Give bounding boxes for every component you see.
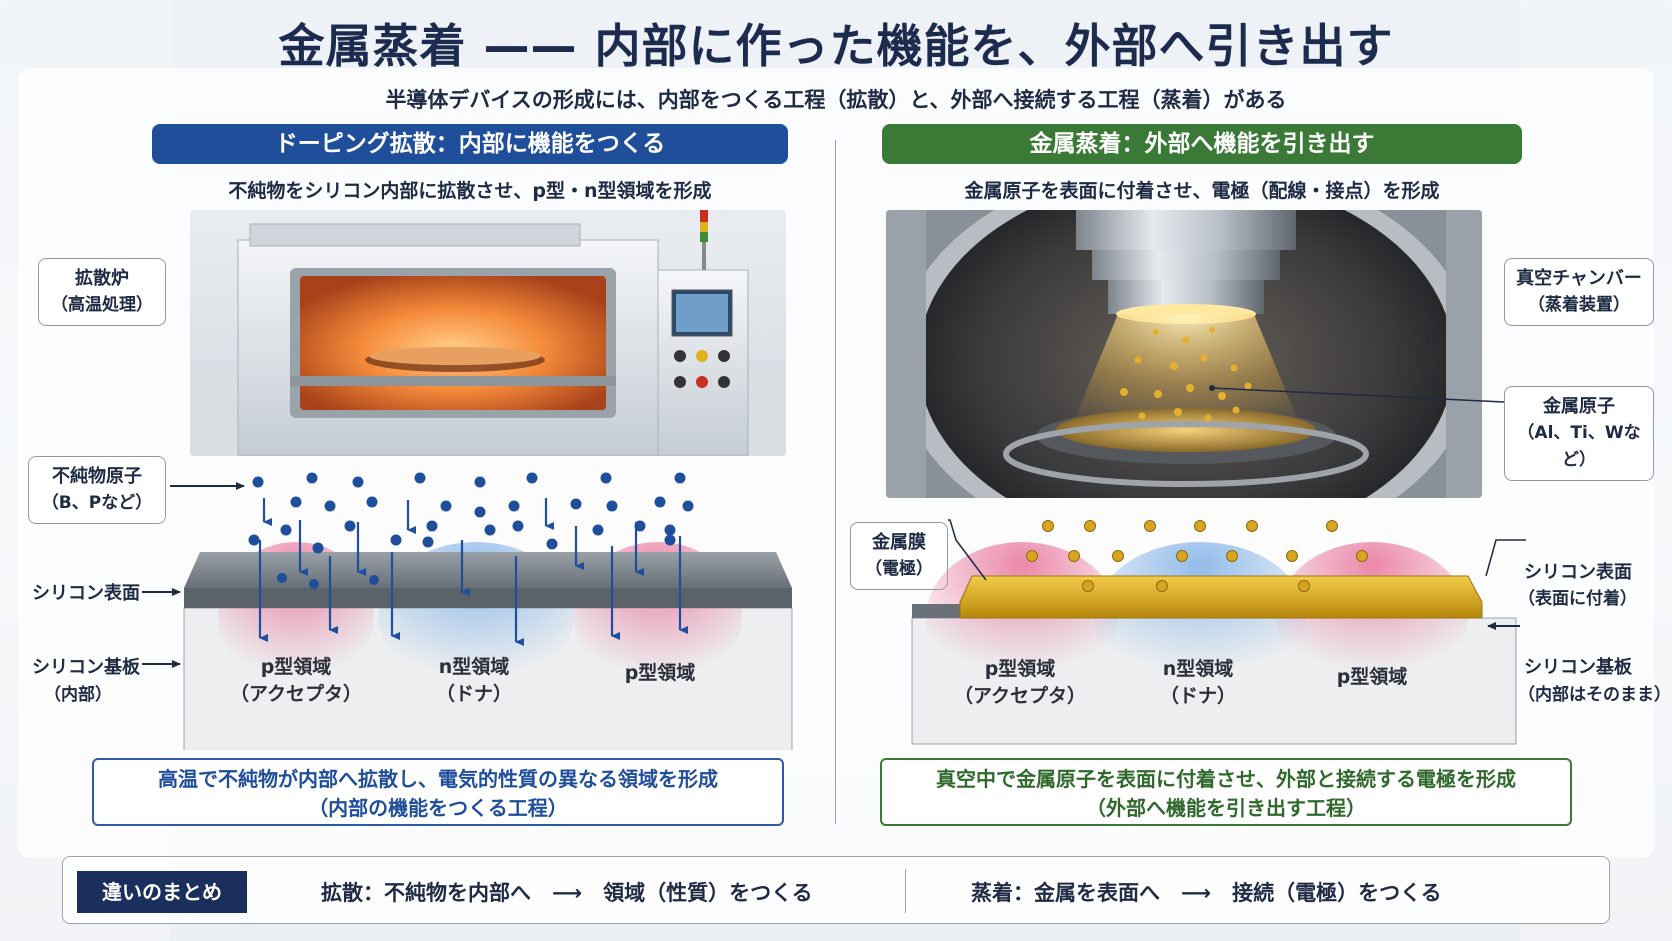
evaporation-description: 金属原子を表面に付着させ、電極（配線・接点）を形成	[964, 180, 1440, 202]
summary-divider	[905, 869, 906, 913]
diffusion-description: 不純物をシリコン内部に拡散させ、p型・n型領域を形成	[228, 180, 712, 202]
conclusion-line: （外部へ機能を引き出す工程）	[1086, 796, 1366, 820]
diffusion-substrate-label: シリコン基板	[32, 657, 140, 678]
page-title: 金属蒸着 —— 内部に作った機能を、外部へ引き出す	[278, 19, 1394, 73]
region-name: n型領域	[438, 656, 510, 678]
summary-evaporation: 蒸着：金属を表面へ ⟶ 接続（電極）をつくる	[971, 881, 1442, 905]
evaporation-substrate-sub: （内部はそのまま）	[1518, 685, 1671, 705]
diffusion-furnace-callout: 拡散炉 （高温処理）	[38, 258, 166, 326]
evaporation-cross-section	[911, 519, 1526, 745]
page-subtitle: 半導体デバイスの形成には、内部をつくる工程（拡散）と、外部へ接続する工程（蒸着）…	[385, 88, 1287, 112]
summary-label: 違いのまとめ	[77, 871, 247, 913]
region-name: p型領域	[624, 662, 696, 684]
evaporation-region-n: n型領域 （ドナ）	[1128, 656, 1268, 710]
diffusion-region-p-left: p型領域 （アクセプタ）	[226, 654, 366, 708]
diffusion-substrate-sub: （内部）	[44, 685, 112, 705]
vacuum-chamber-callout: 真空チャンバー （蒸着装置）	[1504, 258, 1654, 326]
region-sub: （アクセプタ）	[953, 685, 1087, 707]
evaporation-surface-label: シリコン表面	[1524, 562, 1632, 583]
diffusion-region-n: n型領域 （ドナ）	[404, 654, 544, 708]
impurity-atom-callout: 不純物原子 （B、Pなど）	[28, 456, 166, 524]
metal-film-callout: 金属膜 （電極）	[850, 522, 948, 590]
callout-sub: （高温処理）	[51, 295, 153, 315]
callout-sub: （B、Pなど）	[41, 493, 153, 513]
region-name: p型領域	[260, 656, 332, 678]
evaporation-conclusion: 真空中で金属原子を表面に付着させ、外部と接続する電極を形成 （外部へ機能を引き出…	[880, 758, 1572, 826]
callout-sub: （蒸着装置）	[1528, 295, 1630, 315]
diffusion-conclusion: 高温で不純物が内部へ拡散し、電気的性質の異なる領域を形成 （内部の機能をつくる工…	[92, 758, 784, 826]
region-sub: （アクセプタ）	[229, 683, 363, 705]
evaporation-substrate-label: シリコン基板	[1524, 657, 1632, 678]
region-name: p型領域	[984, 658, 1056, 680]
region-sub: （ドナ）	[435, 683, 512, 705]
callout-title: 不純物原子	[52, 466, 142, 487]
diffusion-cross-section	[142, 472, 793, 750]
conclusion-line: （内部の機能をつくる工程）	[308, 796, 568, 820]
metal-atom-callout: 金属原子 （Al、Ti、Wなど）	[1504, 386, 1654, 481]
diffusion-surface-label: シリコン表面	[32, 583, 140, 604]
region-name: p型領域	[1336, 666, 1408, 688]
diffusion-header: ドーピング拡散：内部に機能をつくる	[152, 124, 788, 164]
region-name: n型領域	[1162, 658, 1234, 680]
summary-bar: 違いのまとめ 拡散：不純物を内部へ ⟶ 領域（性質）をつくる 蒸着：金属を表面へ…	[62, 856, 1610, 924]
callout-title: 金属原子	[1543, 396, 1615, 417]
callout-title: 拡散炉	[75, 268, 129, 289]
region-sub: （ドナ）	[1159, 685, 1236, 707]
evaporation-surface-sub: （表面に付着）	[1518, 589, 1637, 609]
callout-title: 金属膜	[872, 532, 926, 553]
vacuum-chamber-image	[886, 210, 1482, 498]
callout-sub: （Al、Ti、Wなど）	[1517, 423, 1641, 470]
conclusion-line: 真空中で金属原子を表面に付着させ、外部と接続する電極を形成	[936, 767, 1516, 791]
diffusion-furnace-image	[190, 210, 786, 456]
section-divider	[835, 140, 836, 824]
callout-sub: （電極）	[865, 559, 933, 579]
conclusion-line: 高温で不純物が内部へ拡散し、電気的性質の異なる領域を形成	[158, 767, 718, 791]
evaporation-header: 金属蒸着：外部へ機能を引き出す	[882, 124, 1522, 164]
callout-title: 真空チャンバー	[1516, 268, 1642, 289]
summary-diffusion: 拡散：不純物を内部へ ⟶ 領域（性質）をつくる	[321, 881, 813, 905]
diffusion-region-p-right: p型領域	[590, 660, 730, 687]
metal-atom-leader-line	[1209, 385, 1505, 403]
evaporation-region-p-left: p型領域 （アクセプタ）	[950, 656, 1090, 710]
evaporation-region-p-right: p型領域	[1302, 664, 1442, 691]
